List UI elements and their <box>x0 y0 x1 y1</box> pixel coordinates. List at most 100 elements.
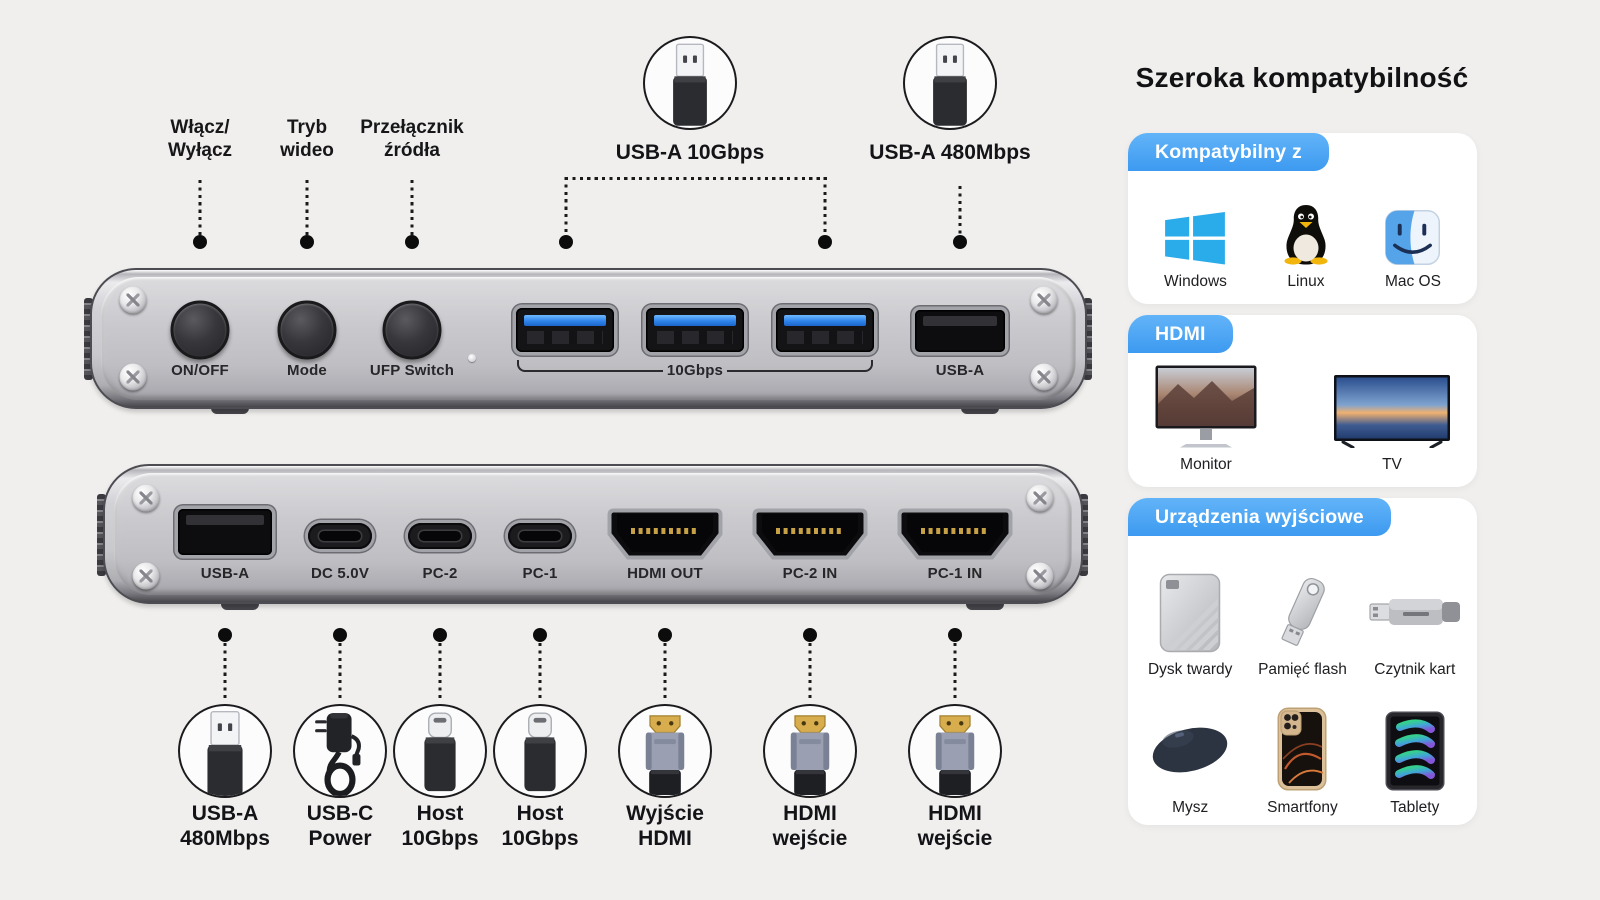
os-item-linux: Linux <box>1279 203 1333 291</box>
sidebar-title: Szeroka kompatybilność <box>1135 62 1469 93</box>
rear-port-label: PC-1 <box>522 565 558 582</box>
monitor-icon <box>1155 365 1257 448</box>
linux-tux-icon <box>1284 205 1328 265</box>
device-label: Tablety <box>1390 799 1440 816</box>
dotted-connector <box>305 180 309 235</box>
device-label: Dysk twardy <box>1147 660 1233 678</box>
dotted-connector <box>438 643 442 701</box>
dotted-connector <box>538 643 542 701</box>
device-item-tablet: Tablety <box>1359 679 1471 818</box>
on-off-button <box>170 300 230 360</box>
os-items: Windows Linux <box>1138 179 1467 291</box>
device-label: Smartfony <box>1267 799 1338 816</box>
dotted-connector <box>823 177 827 235</box>
usb-a-rear-port <box>178 509 272 555</box>
connector-dot <box>533 628 547 642</box>
output-devices-chip: Urządzenia wyjściowe <box>1128 498 1391 536</box>
connector-dot <box>300 235 314 249</box>
hard-drive-icon <box>1159 573 1221 652</box>
device-item-card-reader: Czytnik kart <box>1359 540 1471 679</box>
connector-dot <box>333 628 347 642</box>
device-side-ribs <box>1079 494 1088 576</box>
group-bracket-left <box>517 360 663 372</box>
hdmi-chip: HDMI <box>1128 315 1233 353</box>
callout-label: USB-C Power <box>306 802 374 850</box>
connector-dot <box>658 628 672 642</box>
screw-icon <box>1026 562 1054 590</box>
mode-label: Mode <box>287 362 327 379</box>
connector-dot <box>559 235 573 249</box>
device-item-hard-drive: Dysk twardy <box>1134 540 1246 679</box>
dc-power-port <box>308 523 372 549</box>
callout-label-source-switch: Przełącznik źródła <box>360 117 464 161</box>
usb-tongue <box>654 315 736 326</box>
usb-tongue <box>923 316 997 326</box>
hdmi-out-port <box>607 508 723 560</box>
screw-icon <box>119 363 147 391</box>
display-label: Monitor <box>1180 456 1232 473</box>
device-item-mouse: Mysz <box>1134 679 1246 818</box>
display-item-monitor: Monitor <box>1154 362 1258 474</box>
flash-drive-icon <box>1281 577 1326 646</box>
ufp-switch-button <box>382 300 442 360</box>
connector-dot <box>948 628 962 642</box>
output-devices-card: Urządzenia wyjściowe Dysk twardy <box>1128 498 1477 825</box>
usb-c-power-badge <box>293 704 387 798</box>
connector-dot <box>218 628 232 642</box>
rear-port-label: DC 5.0V <box>310 565 370 582</box>
usb-tongue <box>784 315 866 326</box>
callout-label: Host 10Gbps <box>501 802 579 850</box>
power-adapter-icon <box>308 709 372 798</box>
icon-box <box>1154 362 1258 448</box>
icon-box <box>1385 207 1441 265</box>
os-item-macos: Mac OS <box>1385 207 1441 291</box>
ufp-switch-label: UFP Switch <box>369 362 455 379</box>
pc1-host-port <box>508 523 572 549</box>
usb-a-480mbps-port <box>915 310 1005 352</box>
device-item-flash-drive: Pamięć flash <box>1246 540 1358 679</box>
device-label: Czytnik kart <box>1374 660 1456 678</box>
compatibility-card: Kompatybilny z Windows <box>1128 133 1477 304</box>
usb-a-port-label: USB-A <box>935 362 985 379</box>
usb-a-10gbps-label: USB-A 10Gbps <box>615 141 765 164</box>
dotted-connector <box>808 643 812 701</box>
hdmi-out-cable-badge <box>618 704 712 798</box>
dotted-connector <box>565 177 827 180</box>
callout-label-video-mode: Tryb wideo <box>280 117 334 161</box>
icon-box <box>1273 571 1331 653</box>
callout-label: Host 10Gbps <box>401 802 479 850</box>
screw-icon <box>1026 484 1054 512</box>
dotted-connector <box>338 643 342 701</box>
rear-port-label: HDMI OUT <box>627 565 703 582</box>
usb-a-10gbps-port <box>516 308 614 352</box>
callout-label-power-switch: Włącz/ Wyłącz <box>167 117 233 161</box>
usb-a-10gbps-port <box>776 308 874 352</box>
callout-label: Wyjście HDMI <box>626 802 704 850</box>
device-side-ribs <box>84 298 93 380</box>
dotted-connector <box>663 643 667 701</box>
dotted-connector <box>410 180 414 235</box>
usb-a-480mbps-cable-badge <box>178 704 272 798</box>
display-items: Monitor <box>1154 361 1451 474</box>
screw-icon <box>1030 286 1058 314</box>
usb-pins <box>527 331 603 344</box>
usb-a-480mbps-badge <box>903 36 997 130</box>
mode-button <box>277 300 337 360</box>
connector-dot <box>803 628 817 642</box>
callout-label: HDMI wejście <box>772 802 848 850</box>
connector-dot <box>433 628 447 642</box>
icon-box <box>1279 203 1333 265</box>
connector-dot <box>818 235 832 249</box>
pc2-hdmi-in-port <box>752 508 868 560</box>
usb-tongue <box>524 315 606 326</box>
icon-box <box>1159 571 1221 653</box>
usb-a-10gbps-port <box>646 308 744 352</box>
usb-pins <box>787 331 863 344</box>
connector-dot <box>405 235 419 249</box>
connector-dot <box>953 235 967 249</box>
dotted-connector <box>958 186 962 235</box>
icon-box <box>1385 705 1445 791</box>
usb-tongue <box>186 515 264 525</box>
icon-box <box>1164 205 1226 265</box>
hdmi-in-cable-badge <box>908 704 1002 798</box>
